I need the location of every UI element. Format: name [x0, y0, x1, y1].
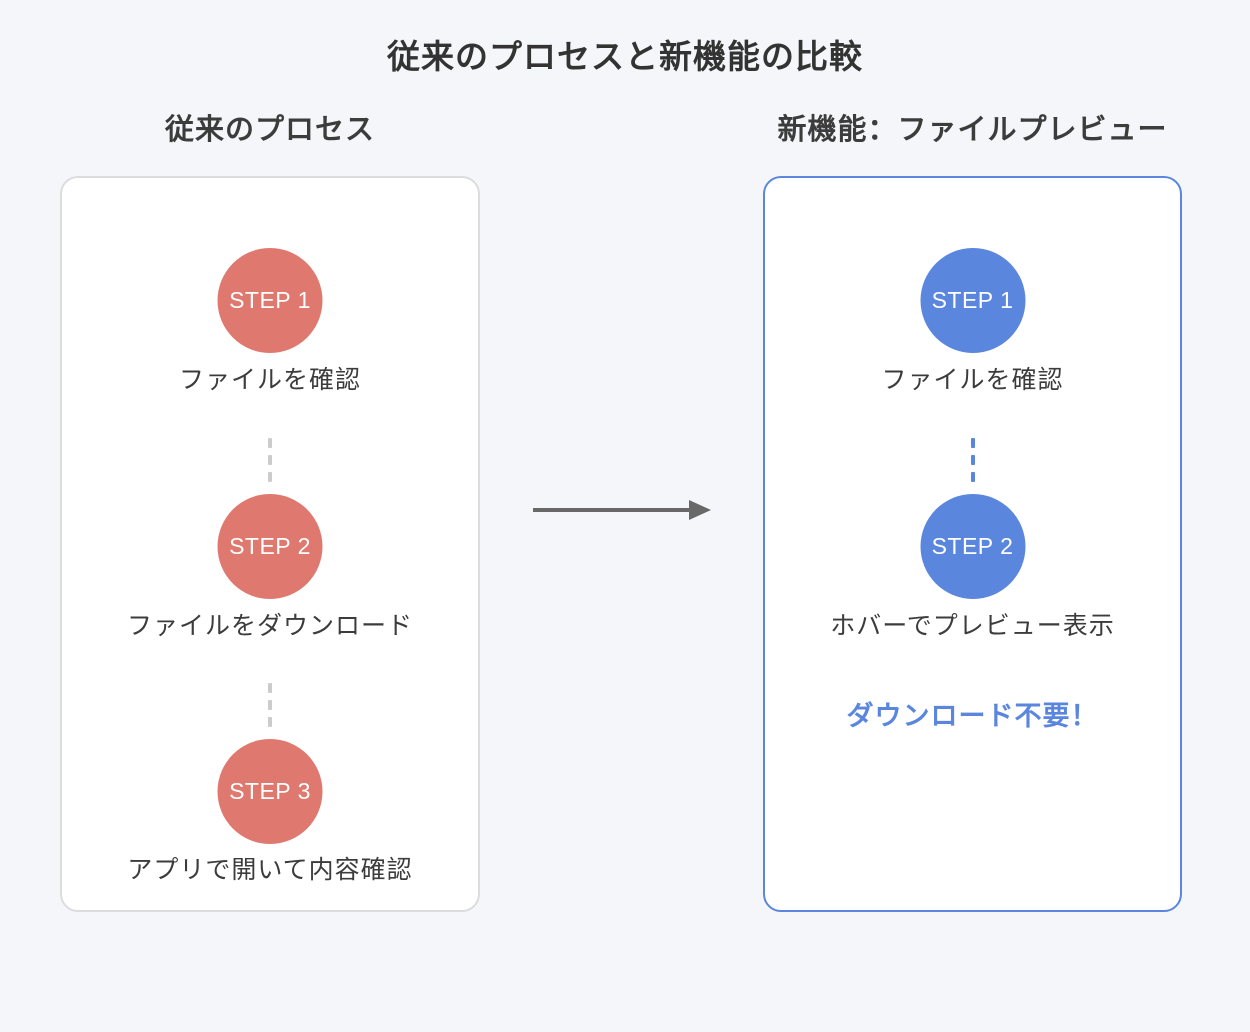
- old-step-3-label: アプリで開いて内容確認: [127, 856, 413, 884]
- dotted-connector: [268, 438, 272, 482]
- old-step-2-badge: STEP 2: [229, 533, 311, 559]
- page-title: 従来のプロセスと新機能の比較: [387, 38, 863, 75]
- new-step-1-badge: STEP 1: [931, 287, 1014, 313]
- dash: [268, 683, 272, 693]
- old-step-3-badge: STEP 3: [229, 778, 311, 804]
- old-process-card: STEP 1 ファイルを確認 STEP 2 ファイルをダウンロード STEP 3…: [60, 176, 480, 912]
- arrow-right-icon: [533, 500, 711, 520]
- dash: [268, 472, 272, 482]
- old-step-1-circle: STEP 1: [217, 248, 323, 353]
- dotted-connector: [970, 438, 975, 482]
- old-step-1-label: ファイルを確認: [178, 366, 361, 394]
- dash: [268, 700, 272, 710]
- dash: [970, 455, 975, 465]
- dash: [970, 472, 975, 482]
- dash: [970, 438, 975, 448]
- new-step-2-badge: STEP 2: [931, 533, 1014, 559]
- old-step-1-badge: STEP 1: [229, 287, 311, 313]
- old-step-2-circle: STEP 2: [217, 494, 323, 599]
- dash: [268, 455, 272, 465]
- new-step-2-circle: STEP 2: [920, 494, 1025, 599]
- no-download-highlight: ダウンロード不要！: [846, 701, 1099, 731]
- dash: [268, 438, 272, 448]
- new-step-1-label: ファイルを確認: [881, 366, 1064, 394]
- old-step-2-label: ファイルをダウンロード: [126, 612, 413, 640]
- new-process-card: STEP 1 ファイルを確認 STEP 2 ホバーでプレビュー表示 ダウンロード…: [763, 176, 1182, 912]
- old-process-heading: 従来のプロセス: [164, 114, 375, 146]
- dotted-connector: [268, 683, 272, 727]
- new-process-heading: 新機能：ファイルプレビュー: [777, 114, 1168, 146]
- dash: [268, 717, 272, 727]
- new-step-1-circle: STEP 1: [920, 248, 1025, 353]
- old-step-3-circle: STEP 3: [217, 739, 323, 844]
- new-step-2-label: ホバーでプレビュー表示: [830, 612, 1115, 640]
